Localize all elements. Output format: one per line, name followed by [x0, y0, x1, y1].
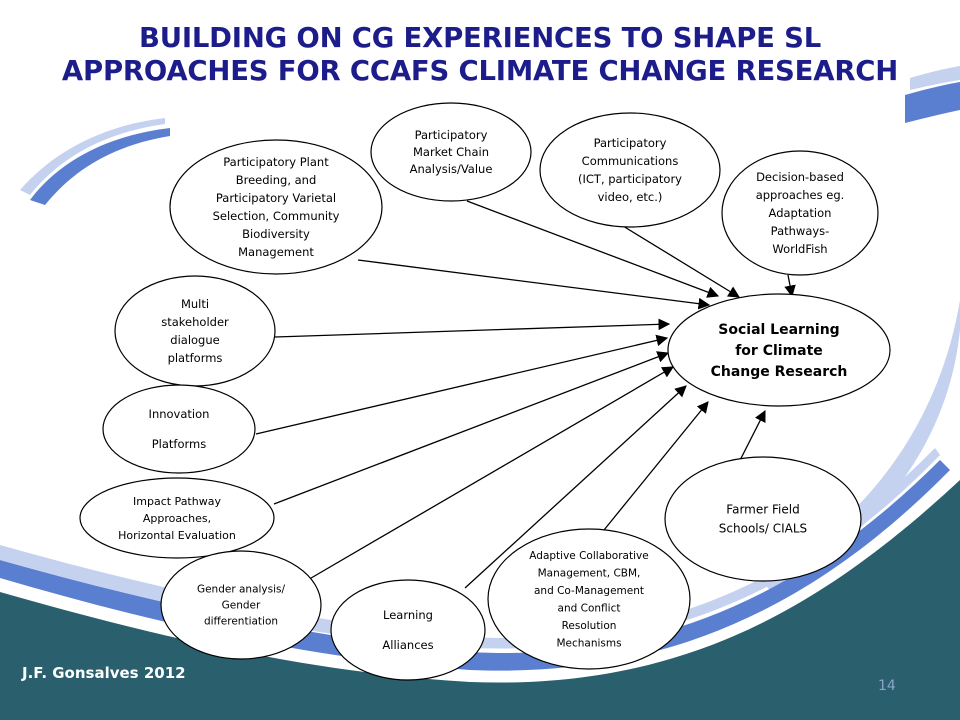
- slide-title: BUILDING ON CG EXPERIENCES TO SHAPE SL A…: [0, 22, 960, 88]
- node-communications-label-line: Communications: [582, 154, 679, 168]
- node-impact-pathway-label-line: Approaches,: [143, 512, 211, 525]
- node-communications-label-line: Participatory: [594, 136, 667, 150]
- center-node-social-learning-label-line: for Climate: [735, 343, 823, 359]
- arrow-gender-to-center: [305, 366, 675, 582]
- node-plant-breeding-label-line: Breeding, and: [236, 173, 317, 187]
- node-impact-pathway-label-line: Horizontal Evaluation: [118, 529, 236, 542]
- node-decision-based-label-line: approaches eg.: [756, 188, 845, 202]
- node-adaptive-collab-label-line: Adaptive Collaborative: [529, 550, 648, 562]
- node-decision-based-label-line: WorldFish: [772, 242, 827, 256]
- bottom-swoosh: [0, 460, 950, 671]
- node-plant-breeding-label-line: Participatory Varietal: [216, 191, 336, 205]
- page-number: 14: [878, 678, 896, 694]
- node-adaptive-collab-label-line: Resolution: [562, 620, 617, 632]
- arrow-market-chain-to-center: [466, 200, 720, 298]
- node-learning-alliances-label-line: Learning: [383, 608, 433, 622]
- node-gender: Gender analysis/Gender differentiation: [160, 550, 322, 660]
- node-communications-label-line: (ICT, participatory: [578, 172, 682, 186]
- node-multi-stakeholder-ellipse: [114, 275, 276, 387]
- node-learning-alliances-ellipse: [330, 579, 486, 681]
- title-line-2: APPROACHES FOR CCAFS CLIMATE CHANGE RESE…: [61, 55, 899, 87]
- node-innovation-label-line: Innovation: [149, 407, 210, 421]
- node-plant-breeding-label-line: Selection, Community: [213, 209, 340, 223]
- node-adaptive-collab-label-line: Management, CBM,: [538, 567, 641, 579]
- node-multi-stakeholder-label-line: Multi: [181, 297, 209, 311]
- footer-credit: J.F. Gonsalves 2012: [22, 664, 186, 682]
- node-gender-ellipse: [160, 550, 322, 660]
- node-farmer-field-ellipse: [664, 456, 862, 582]
- arrow-communications-to-center: [622, 225, 740, 298]
- center-node-social-learning-label-line: Change Research: [711, 364, 848, 380]
- node-impact-pathway-ellipse: [79, 477, 275, 559]
- node-gender-label-line: Gender: [222, 600, 261, 612]
- node-farmer-field-label-line: Schools/ CIALS: [719, 522, 807, 536]
- node-adaptive-collab-label-line: and Conflict: [558, 602, 621, 614]
- node-market-chain-label-line: Participatory: [415, 128, 488, 142]
- arrow-learning-alliances-to-center: [464, 385, 687, 589]
- node-communications-label-line: video, etc.): [598, 190, 663, 204]
- node-innovation-label-line: Platforms: [152, 437, 207, 451]
- node-multi-stakeholder-label-line: platforms: [168, 351, 223, 365]
- node-plant-breeding-ellipse: [169, 139, 383, 275]
- arrow-impact-pathway-to-center: [273, 351, 670, 505]
- node-decision-based: Decision-based approaches eg. AdaptationPa…: [721, 150, 879, 276]
- node-decision-based-ellipse: [721, 150, 879, 276]
- arrow-adaptive-collab-to-center: [603, 401, 709, 531]
- node-plant-breeding-label-line: Management: [238, 245, 314, 259]
- node-adaptive-collab-ellipse: [487, 528, 691, 670]
- node-multi-stakeholder-label-line: stakeholder: [161, 315, 229, 329]
- node-plant-breeding-label-line: Biodiversity: [242, 227, 310, 241]
- node-multi-stakeholder-label-line: dialogue: [170, 333, 219, 347]
- node-adaptive-collab-label-line: Mechanisms: [556, 637, 621, 649]
- left-swoosh: [30, 128, 170, 205]
- right-curve: [760, 300, 960, 590]
- diagram-edges: [255, 200, 796, 589]
- node-market-chain-label-line: Market Chain: [413, 145, 489, 159]
- node-market-chain-ellipse: [370, 102, 532, 202]
- node-market-chain-label-line: Analysis/Value: [410, 162, 493, 176]
- center-node-social-learning-ellipse: [667, 293, 891, 407]
- node-multi-stakeholder: Multi stakeholder dialogue platforms: [114, 275, 276, 387]
- arrow-decision-based-to-center: [784, 274, 796, 298]
- left-swoosh-light: [20, 118, 165, 195]
- node-adaptive-collab-label-line: and Co-Management: [534, 585, 644, 597]
- arrow-plant-breeding-to-center: [357, 259, 711, 310]
- node-communications-ellipse: [539, 112, 721, 228]
- arrow-innovation-to-center: [255, 334, 669, 435]
- node-plant-breeding-label-line: Participatory Plant: [223, 155, 329, 169]
- node-farmer-field-label-line: Farmer Field: [726, 503, 799, 517]
- blue-swoosh: [905, 82, 960, 123]
- node-gender-label-line: differentiation: [204, 616, 278, 628]
- center-node-social-learning-label-line: Social Learning: [718, 322, 839, 338]
- node-decision-based-label-line: Adaptation: [769, 206, 832, 220]
- light-swoosh: [910, 66, 960, 90]
- node-learning-alliances-label-line: Alliances: [382, 638, 433, 652]
- title-line-1: BUILDING ON CG EXPERIENCES TO SHAPE SL: [138, 22, 822, 54]
- node-decision-based-label-line: Pathways-: [771, 224, 830, 238]
- node-decision-based-label-line: Decision-based: [756, 170, 844, 184]
- arrow-multi-stakeholder-to-center: [274, 318, 671, 338]
- teal-band: [0, 480, 960, 720]
- node-gender-label-line: Gender analysis/: [197, 584, 286, 596]
- node-innovation-ellipse: [102, 384, 256, 474]
- node-impact-pathway-label-line: Impact Pathway: [133, 495, 221, 508]
